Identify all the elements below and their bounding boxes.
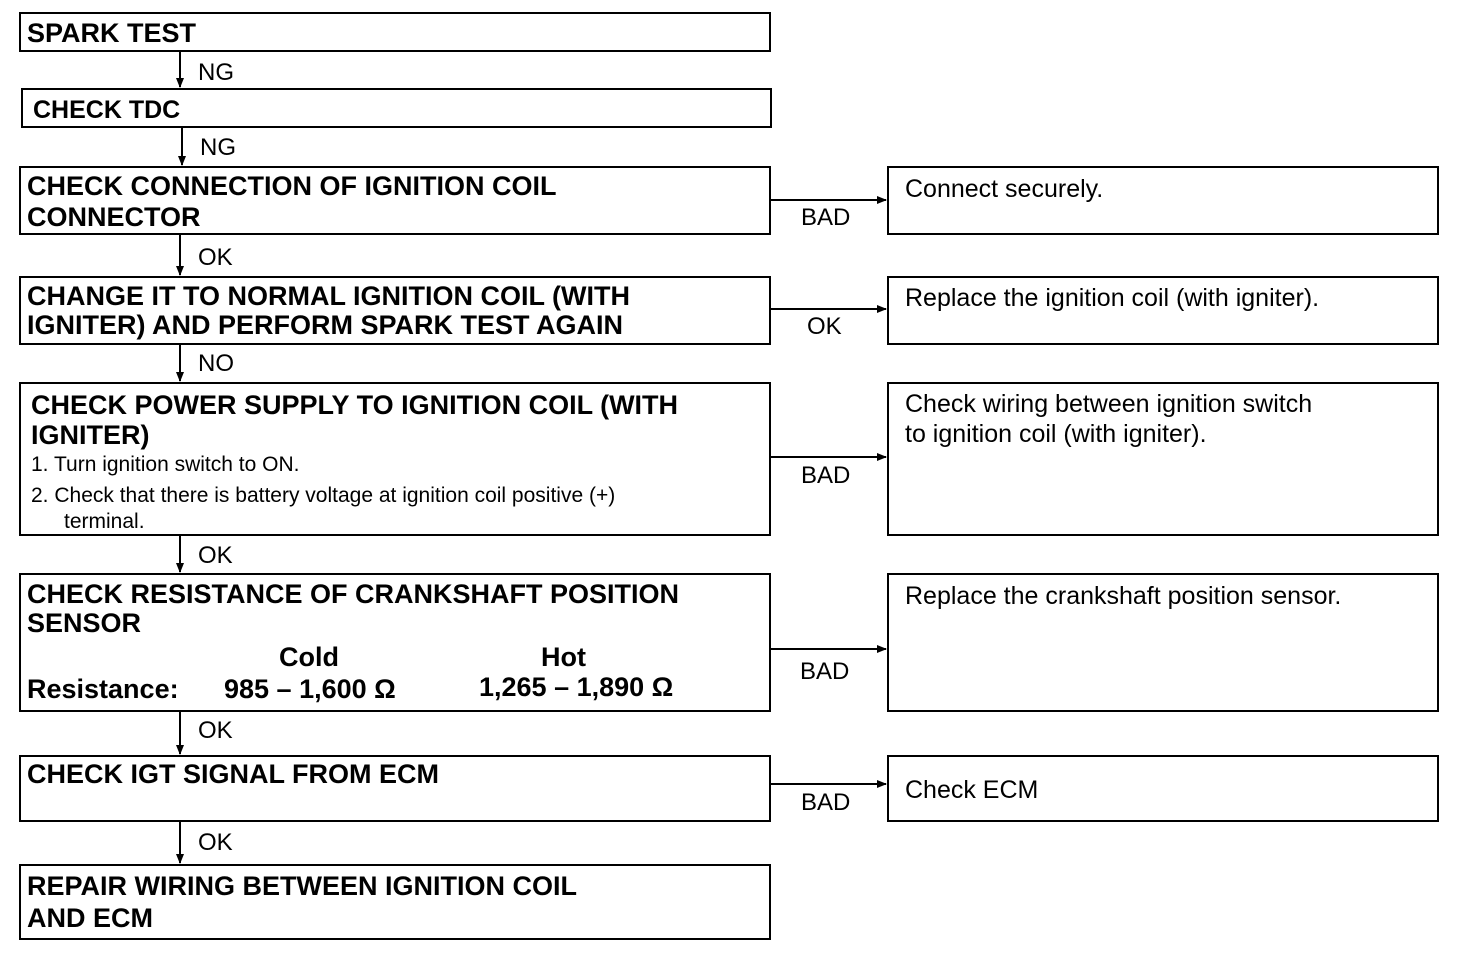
resistance-col-hot: Hot bbox=[541, 642, 586, 672]
label-ng-1: NG bbox=[198, 59, 234, 86]
change-coil-title-line2: IGNITER) AND PERFORM SPARK TEST AGAIN bbox=[27, 310, 624, 340]
spark-test-box: SPARK TEST bbox=[19, 12, 771, 52]
label-no-1: NO bbox=[198, 350, 234, 377]
check-tdc-title: CHECK TDC bbox=[33, 96, 181, 124]
check-igt-title: CHECK IGT SIGNAL FROM ECM bbox=[27, 759, 440, 789]
label-ok-3: OK bbox=[198, 717, 233, 744]
check-connection-title-line1: CHECK CONNECTION OF IGNITION COIL bbox=[27, 171, 557, 201]
replace-coil-text: Replace the ignition coil (with igniter)… bbox=[905, 284, 1320, 312]
resistance-col-cold: Cold bbox=[279, 642, 339, 672]
resistance-row-label: Resistance: bbox=[27, 674, 179, 704]
check-wiring-text-line1: Check wiring between ignition switch bbox=[905, 390, 1313, 418]
check-resistance-box: CHECK RESISTANCE OF CRANKSHAFT POSITION … bbox=[19, 573, 771, 712]
repair-wiring-box: REPAIR WIRING BETWEEN IGNITION COIL AND … bbox=[19, 864, 771, 940]
label-ok-4: OK bbox=[198, 829, 233, 856]
connect-securely-box: Connect securely. bbox=[887, 166, 1439, 235]
check-igt-box: CHECK IGT SIGNAL FROM ECM bbox=[19, 755, 771, 822]
check-resistance-title-line2: SENSOR bbox=[27, 608, 142, 638]
check-tdc-box: CHECK TDC bbox=[21, 88, 772, 128]
check-power-title-line1: CHECK POWER SUPPLY TO IGNITION COIL (WIT… bbox=[31, 390, 679, 420]
check-connection-title-line2: CONNECTOR bbox=[27, 202, 201, 232]
check-power-step-1: 1. Turn ignition switch to ON. bbox=[31, 453, 300, 476]
replace-sensor-text: Replace the crankshaft position sensor. bbox=[905, 582, 1342, 610]
check-wiring-text-line2: to ignition coil (with igniter). bbox=[905, 420, 1207, 448]
check-power-title-line2: IGNITER) bbox=[31, 420, 150, 450]
check-ecm-box: Check ECM bbox=[887, 755, 1439, 822]
label-ok-1: OK bbox=[198, 244, 233, 271]
resistance-cold-value: 985 – 1,600 Ω bbox=[224, 674, 396, 704]
label-bad-igt: BAD bbox=[801, 789, 851, 816]
label-ng-2: NG bbox=[200, 134, 236, 161]
label-bad-connection: BAD bbox=[801, 204, 851, 231]
connect-securely-text: Connect securely. bbox=[905, 175, 1104, 203]
check-wiring-box: Check wiring between ignition switch to … bbox=[887, 382, 1439, 536]
label-bad-power: BAD bbox=[801, 462, 851, 489]
change-coil-title-line1: CHANGE IT TO NORMAL IGNITION COIL (WITH bbox=[27, 281, 630, 311]
check-power-step-2: 2. Check that there is battery voltage a… bbox=[31, 484, 616, 507]
label-ok-change: OK bbox=[807, 313, 842, 340]
replace-sensor-box: Replace the crankshaft position sensor. bbox=[887, 573, 1439, 712]
check-power-step-2-cont: terminal. bbox=[64, 510, 145, 533]
change-coil-box: CHANGE IT TO NORMAL IGNITION COIL (WITH … bbox=[19, 276, 771, 345]
check-power-box: CHECK POWER SUPPLY TO IGNITION COIL (WIT… bbox=[19, 382, 771, 536]
resistance-hot-value: 1,265 – 1,890 Ω bbox=[479, 672, 674, 702]
check-connection-box: CHECK CONNECTION OF IGNITION COIL CONNEC… bbox=[19, 166, 771, 235]
replace-coil-box: Replace the ignition coil (with igniter)… bbox=[887, 276, 1439, 345]
check-ecm-text: Check ECM bbox=[905, 776, 1039, 804]
label-bad-resistance: BAD bbox=[800, 658, 850, 685]
spark-test-title: SPARK TEST bbox=[27, 18, 197, 48]
check-resistance-title-line1: CHECK RESISTANCE OF CRANKSHAFT POSITION bbox=[27, 579, 680, 609]
repair-wiring-title-line1: REPAIR WIRING BETWEEN IGNITION COIL bbox=[27, 871, 577, 901]
label-ok-2: OK bbox=[198, 542, 233, 569]
repair-wiring-title-line2: AND ECM bbox=[27, 903, 153, 933]
